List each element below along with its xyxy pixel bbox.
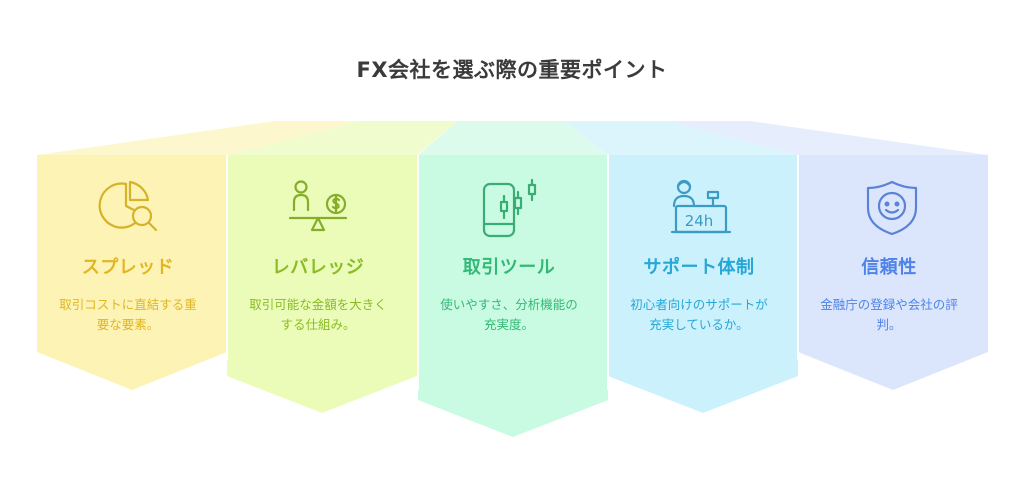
card-description: 取引可能な金額を大きくする仕組み。 — [249, 297, 387, 332]
card-reliability: 信頼性 金融庁の登録や会社の評判。 — [794, 253, 984, 335]
card-shape — [418, 121, 608, 437]
card-description: 使いやすさ、分析機能の充実度。 — [440, 297, 578, 332]
card-title: 取引ツール — [462, 257, 556, 278]
card-top-face — [668, 121, 988, 155]
card-title: スプレッド — [81, 257, 175, 278]
diagram-title: FX会社を選ぶ際の重要ポイント — [356, 58, 668, 82]
card-trading-tools: 取引ツール 使いやすさ、分析機能の充実度。 — [414, 253, 604, 335]
card-spread: スプレッド 取引コストに直結する重要な要素。 — [33, 253, 223, 335]
card-title: サポート体制 — [643, 257, 755, 278]
card-top-face — [418, 121, 608, 155]
smartphone-chart-icon — [482, 178, 537, 238]
card-title: 信頼性 — [861, 257, 917, 278]
card-top-face — [37, 121, 358, 155]
card-support: サポート体制 初心者向けのサポートが充実しているか。 — [604, 253, 794, 335]
trust-shield-icon — [866, 180, 918, 236]
card-leverage: レバレッジ 取引可能な金額を大きくする仕組み。 — [223, 253, 413, 335]
card-top-face — [227, 121, 458, 155]
card-body — [608, 155, 798, 413]
card-description: 取引コストに直結する重要な要素。 — [59, 297, 197, 332]
card-top-face — [565, 121, 798, 155]
card-body — [798, 155, 988, 390]
person-money-balance-icon — [288, 180, 348, 232]
card-body — [418, 155, 608, 437]
svg-text:24h: 24h — [685, 212, 714, 230]
card-title: レバレッジ — [271, 257, 365, 278]
pie-chart-magnifier-icon — [98, 180, 158, 232]
card-shape — [565, 121, 798, 413]
card-shape — [227, 121, 458, 413]
card-description: 金融庁の登録や会社の評判。 — [820, 297, 958, 332]
card-shape — [37, 121, 358, 390]
card-body — [37, 155, 227, 390]
card-shape — [668, 121, 988, 390]
card-description: 初心者向けのサポートが充実しているか。 — [630, 297, 768, 332]
card-body — [227, 155, 417, 413]
support-desk-24h-icon: 24h — [670, 179, 732, 234]
